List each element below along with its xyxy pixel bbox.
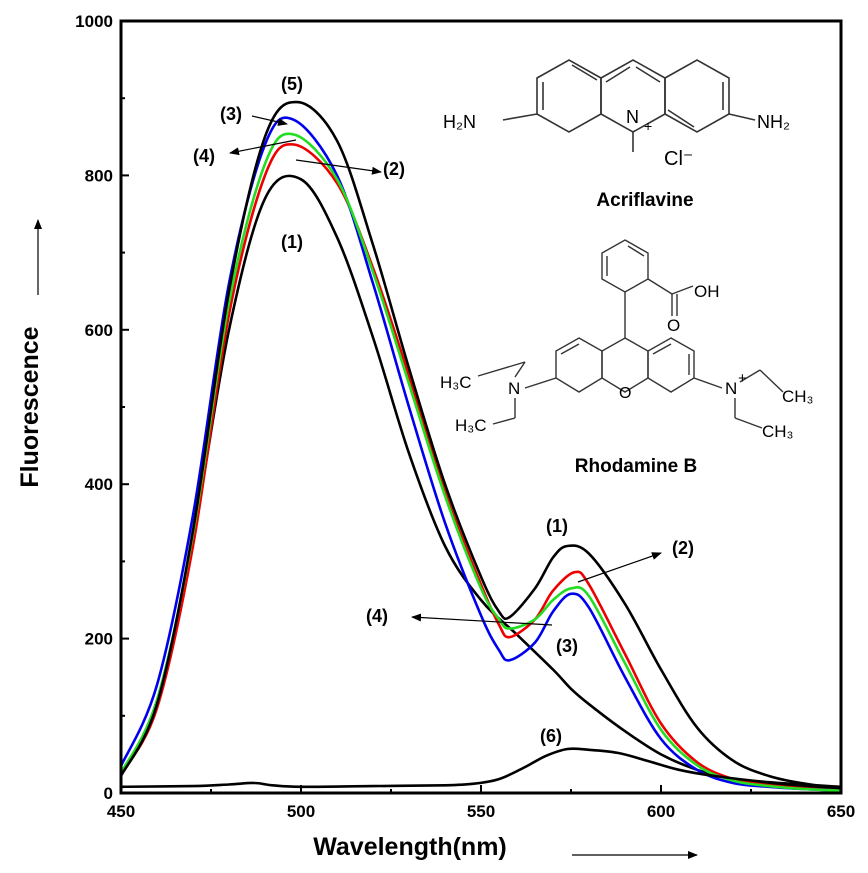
y-tick-label: 0 — [104, 784, 113, 803]
label-1-main: (1) — [281, 232, 303, 252]
rhodamine-carbonyl-oxygen: O — [667, 316, 680, 335]
label-1-second: (1) — [546, 516, 568, 536]
y-tick-label: 200 — [85, 630, 113, 649]
rhodamine-ethyl-bond — [514, 361, 526, 378]
label-2-second: (2) — [672, 538, 694, 558]
rhodamine-right-ring — [647, 337, 695, 393]
acriflavine-double-bond — [605, 66, 631, 83]
rhodamine-ethyl-bond — [739, 369, 761, 383]
rhodamine-right-methyl-top: CH₃ — [782, 387, 813, 406]
rhodamine-double-bond — [560, 343, 580, 355]
label-4-second: (4) — [366, 606, 388, 626]
x-tick-label: 650 — [827, 802, 855, 821]
acriflavine-double-bond — [667, 109, 695, 128]
y-tick-label: 600 — [85, 321, 113, 340]
rhodamine-name: Rhodamine B — [575, 456, 697, 477]
rhodamine-ring-oxygen: O — [619, 385, 631, 402]
arrow-3-main — [251, 115, 288, 126]
rhodamine-ethyl-bond — [759, 369, 784, 393]
acriflavine-amine-bond — [502, 113, 538, 121]
acriflavine-double-bond — [635, 66, 661, 83]
rhodamine-left-methyl-bottom: H₃C — [455, 416, 486, 435]
x-tick-label: 500 — [287, 802, 315, 821]
x-tick-label: 550 — [467, 802, 495, 821]
series-line-5 — [119, 100, 842, 790]
x-tick-label: 450 — [107, 802, 135, 821]
rhodamine-right-methyl-bottom: CH₃ — [762, 422, 793, 441]
rhodamine-center-ring — [601, 337, 649, 393]
rhodamine-left-methyl-top: H₃C — [440, 373, 471, 392]
rhodamine-right-nitrogen: N — [725, 379, 737, 398]
rhodamine-benzoic-ring — [601, 239, 649, 293]
plot-frame — [119, 19, 843, 795]
acriflavine-left-amine: H₂N — [443, 112, 476, 132]
acriflavine-amine-bond — [728, 113, 756, 121]
axes-layer: 450 500 550 600 650 0 200 400 600 800 1000 — [75, 12, 855, 821]
rhodamine-hydroxyl: OH — [694, 282, 720, 301]
y-axis-title: Fluorescence — [16, 326, 44, 487]
rhodamine-left-nitrogen: N — [508, 379, 520, 398]
y-tick-label: 800 — [85, 166, 113, 185]
arrow-4-second — [411, 613, 553, 626]
x-tick-label: 600 — [647, 802, 675, 821]
annotation-layer: (5) (3) (4) (2) (1) (1) (2) (4) (3) (6) — [193, 74, 694, 746]
rhodamine-carboxyl-bond — [647, 278, 673, 295]
y-tick-label: 1000 — [75, 12, 113, 31]
arrow-4-main — [229, 139, 297, 156]
arrow-2-main — [295, 159, 382, 175]
series-line-2 — [119, 142, 842, 792]
acriflavine-right-ring — [664, 59, 730, 133]
acriflavine-right-amine: NH₂ — [757, 112, 790, 132]
label-2-main: (2) — [383, 159, 405, 179]
label-5: (5) — [281, 74, 303, 94]
rhodamine-structure — [477, 239, 784, 429]
label-4-main: (4) — [193, 146, 215, 166]
series-layer — [119, 100, 842, 792]
label-3-main: (3) — [220, 104, 242, 124]
rhodamine-oh-bond — [671, 285, 694, 295]
series-line-3 — [119, 116, 842, 792]
acriflavine-double-bond — [571, 64, 598, 81]
acriflavine-left-ring — [536, 59, 602, 133]
rhodamine-right-charge: + — [738, 370, 747, 387]
rhodamine-ethyl-bond — [477, 361, 526, 377]
acriflavine-counter-ion: Cl⁻ — [664, 148, 693, 170]
rhodamine-double-bond — [652, 343, 672, 355]
rhodamine-left-ring — [555, 337, 603, 393]
rhodamine-amine-bond — [524, 377, 557, 389]
rhodamine-double-bond — [627, 245, 645, 257]
label-6: (6) — [540, 726, 562, 746]
arrow-2-second — [577, 552, 662, 583]
rhodamine-iminium-bond — [693, 377, 723, 389]
label-3-second: (3) — [556, 636, 578, 656]
acriflavine-ring-nitrogen: N — [626, 107, 639, 127]
series-line-4 — [119, 132, 842, 792]
rhodamine-ethyl-bond — [734, 417, 763, 429]
acriflavine-structure — [502, 59, 756, 152]
series-line-6 — [120, 747, 842, 789]
x-axis-title: Wavelength(nm) — [313, 833, 507, 861]
y-tick-label: 400 — [85, 475, 113, 494]
acriflavine-name: Acriflavine — [596, 190, 693, 211]
series-line-1 — [119, 174, 842, 791]
acriflavine-charge: + — [644, 118, 652, 134]
rhodamine-ethyl-bond — [492, 417, 516, 425]
